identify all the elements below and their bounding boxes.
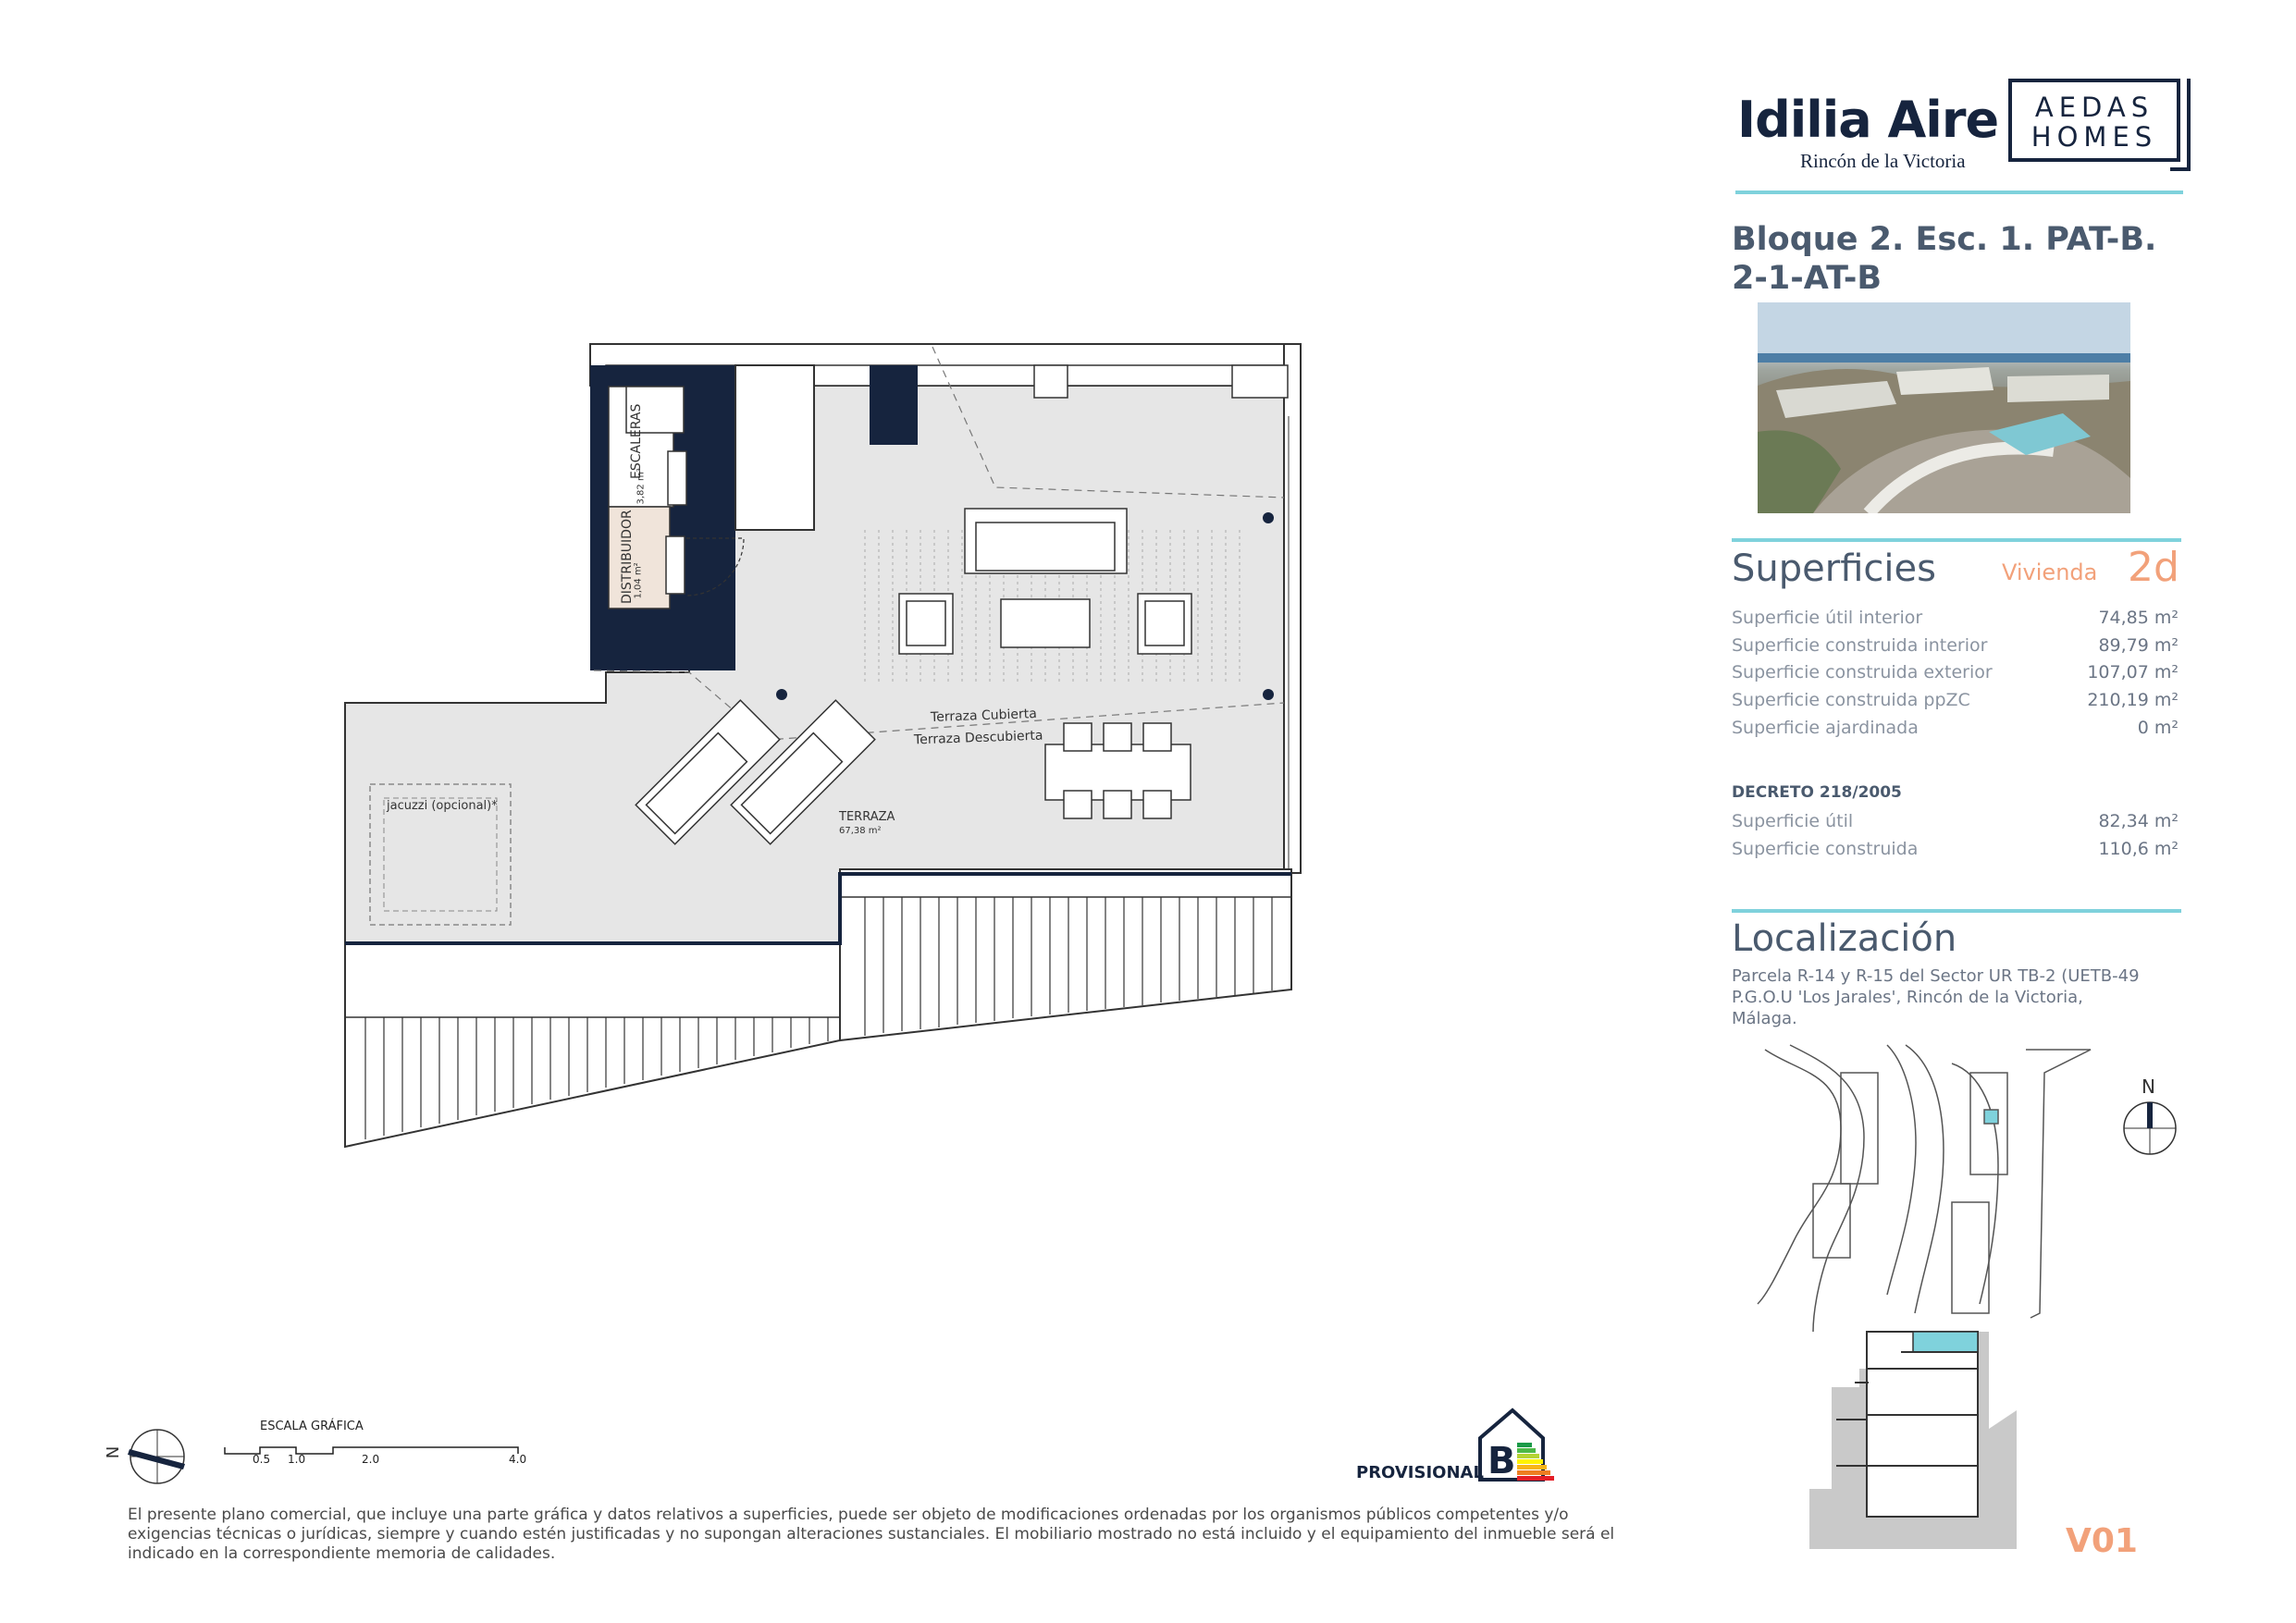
disclaimer: El presente plano comercial, que incluye… bbox=[128, 1506, 1636, 1564]
disclaimer-line-3: indicado en la correspondiente memoria d… bbox=[128, 1544, 556, 1563]
decreto-heading: DECRETO 218/2005 bbox=[1732, 783, 1902, 802]
disclaimer-line-2: exigencias técnicas o jurídicas, siempre… bbox=[128, 1525, 1615, 1543]
plan-compass bbox=[128, 1429, 185, 1484]
brand-logo-title: Idilia Aire bbox=[1737, 91, 1999, 149]
dining-set bbox=[1044, 722, 1191, 819]
area-label: Superficie útil interior bbox=[1732, 608, 1923, 628]
area-row: Superficie construida exterior 107,07 m² bbox=[1732, 662, 2179, 682]
compass-letter: N bbox=[102, 1445, 122, 1459]
localizacion-heading: Localización bbox=[1732, 917, 1957, 960]
escaleras-area: 3,82 m² bbox=[636, 449, 647, 505]
scale-tick-3: 2.0 bbox=[362, 1453, 380, 1466]
area-value: 0 m² bbox=[2137, 718, 2179, 738]
area-label: Superficie construida interior bbox=[1732, 635, 1988, 656]
localizacion-address: Parcela R-14 y R-15 del Sector UR TB-2 (… bbox=[1732, 965, 2194, 1029]
planter-left bbox=[344, 942, 841, 1149]
location-north-compass bbox=[2123, 1101, 2177, 1155]
development-photo bbox=[1758, 302, 2130, 513]
distribuidor-area: 1,04 m² bbox=[633, 544, 644, 599]
area-row: Superficie construida ppZC 210,19 m² bbox=[1732, 690, 2179, 710]
aedas-homes-logo: AEDAS HOMES bbox=[2008, 79, 2180, 162]
aedas-logo-line1: AEDAS bbox=[2034, 92, 2154, 123]
vivienda-label: Vivienda bbox=[2002, 559, 2098, 585]
lift-block bbox=[734, 364, 815, 531]
address-line-1: Parcela R-14 y R-15 del Sector UR TB-2 (… bbox=[1732, 966, 2140, 986]
decreto-label: Superficie útil bbox=[1732, 811, 1854, 831]
unit-title-line2: 2-1-AT-B bbox=[1732, 260, 1882, 297]
area-value: 107,07 m² bbox=[2087, 662, 2179, 682]
distribuidor-area-text: 1,04 m² bbox=[633, 562, 644, 599]
terraza-area: 67,38 m² bbox=[839, 826, 882, 836]
superficies-heading: Superficies bbox=[1732, 547, 1936, 590]
area-value: 210,19 m² bbox=[2087, 690, 2179, 710]
terraza-label: TERRAZA bbox=[839, 810, 895, 824]
brand-logo-location: Rincón de la Victoria bbox=[1800, 150, 1966, 172]
jacuzzi-area bbox=[369, 783, 512, 926]
area-label: Superficie ajardinada bbox=[1732, 718, 1919, 738]
area-value: 89,79 m² bbox=[2098, 635, 2179, 656]
energy-provisional-label: PROVISIONAL bbox=[1356, 1463, 1484, 1482]
scale-bar bbox=[224, 1446, 519, 1455]
area-row: Superficie construida interior 89,79 m² bbox=[1732, 635, 2179, 656]
area-label: Superficie construida ppZC bbox=[1732, 690, 1970, 710]
superficies-rule bbox=[1732, 909, 2181, 913]
area-row: Superficie ajardinada 0 m² bbox=[1732, 718, 2179, 738]
jacuzzi-label: jacuzzi (opcional)* bbox=[387, 799, 498, 813]
photo-illustration bbox=[1758, 302, 2130, 513]
vivienda-type: 2d bbox=[2128, 544, 2179, 591]
unit-title-line1: Bloque 2. Esc. 1. PAT-B. bbox=[1732, 221, 2157, 258]
scale-tick-4: 4.0 bbox=[509, 1453, 527, 1466]
decreto-row: Superficie construida 110,6 m² bbox=[1732, 839, 2179, 859]
location-map bbox=[1757, 1044, 2092, 1333]
address-line-3: Málaga. bbox=[1732, 1009, 1797, 1028]
scale-tick-2: 1.0 bbox=[288, 1453, 306, 1466]
sun-loungers bbox=[635, 699, 876, 845]
scale-title: ESCALA GRÁFICA bbox=[260, 1420, 364, 1433]
area-row: Superficie útil interior 74,85 m² bbox=[1732, 608, 2179, 628]
planter-slats bbox=[364, 897, 1273, 1139]
escaleras-area-text: 3,82 m² bbox=[636, 468, 647, 505]
map-north-label: N bbox=[2142, 1076, 2155, 1098]
decreto-row: Superficie útil 82,34 m² bbox=[1732, 811, 2179, 831]
building-section bbox=[1809, 1331, 2017, 1549]
scale-tick-1: 0.5 bbox=[253, 1453, 271, 1466]
version-label: V01 bbox=[2066, 1522, 2138, 1560]
decreto-value: 110,6 m² bbox=[2098, 839, 2179, 859]
terrace-floor bbox=[344, 385, 1292, 944]
header-rule bbox=[1735, 191, 2183, 194]
energy-label-graphic bbox=[1478, 1408, 1554, 1482]
address-line-2: P.G.O.U 'Los Jarales', Rincón de la Vict… bbox=[1732, 988, 2083, 1007]
area-label: Superficie construida exterior bbox=[1732, 662, 1993, 682]
photo-rule bbox=[1732, 538, 2181, 542]
area-value: 74,85 m² bbox=[2098, 608, 2179, 628]
disclaimer-line-1: El presente plano comercial, que incluye… bbox=[128, 1506, 1569, 1524]
column bbox=[870, 365, 918, 445]
aedas-logo-frame bbox=[2170, 79, 2191, 171]
aedas-logo-line2: HOMES bbox=[2031, 121, 2158, 153]
decreto-value: 82,34 m² bbox=[2098, 811, 2179, 831]
planter-right bbox=[839, 868, 1292, 1042]
distribuidor-room bbox=[608, 506, 671, 609]
lounge-furniture bbox=[898, 508, 1192, 655]
decreto-label: Superficie construida bbox=[1732, 839, 1919, 859]
energy-rating: B bbox=[1487, 1440, 1516, 1482]
right-wall bbox=[1283, 343, 1302, 874]
unit-title: Bloque 2. Esc. 1. PAT-B. 2-1-AT-B bbox=[1732, 220, 2156, 298]
